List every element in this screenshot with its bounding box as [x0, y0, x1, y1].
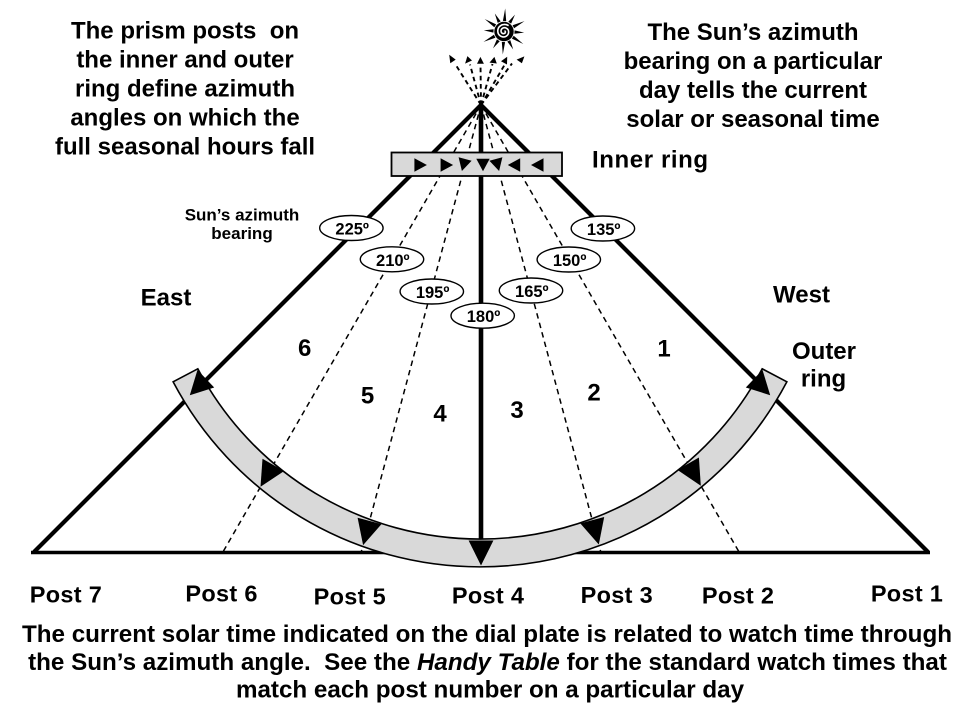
- svg-text:ring: ring: [801, 366, 846, 393]
- svg-text:West: West: [773, 281, 830, 308]
- svg-text:The prism posts on: The prism posts on: [71, 17, 299, 44]
- svg-text:Post 6: Post 6: [185, 581, 257, 607]
- svg-text:135º: 135º: [587, 221, 621, 239]
- svg-text:Post 5: Post 5: [314, 584, 386, 610]
- svg-text:1: 1: [657, 335, 670, 362]
- svg-text:Outer: Outer: [792, 338, 856, 365]
- svg-text:195º: 195º: [416, 284, 450, 302]
- svg-text:match each post number on a pa: match each post number on a particular d…: [236, 676, 745, 703]
- svg-text:The Sun’s azimuth: The Sun’s azimuth: [647, 19, 858, 46]
- svg-text:165º: 165º: [515, 283, 549, 301]
- svg-text:ring define azimuth: ring define azimuth: [75, 75, 295, 102]
- svg-text:6: 6: [298, 335, 311, 362]
- svg-text:angles on which the: angles on which the: [70, 104, 299, 131]
- svg-text:bearing on a particular: bearing on a particular: [624, 48, 883, 75]
- svg-text:Post 4: Post 4: [452, 582, 524, 608]
- svg-text:bearing: bearing: [211, 224, 272, 243]
- svg-text:the Sun’s azimuth angle. See: the Sun’s azimuth angle. See the Handy T…: [28, 649, 947, 676]
- svg-text:full seasonal hours fall: full seasonal hours fall: [55, 133, 315, 160]
- svg-text:East: East: [141, 284, 192, 311]
- svg-text:Post 3: Post 3: [581, 582, 653, 608]
- svg-text:Post 1: Post 1: [871, 580, 943, 606]
- svg-text:3: 3: [510, 397, 523, 424]
- svg-text:225º: 225º: [335, 221, 369, 239]
- svg-text:4: 4: [433, 401, 447, 428]
- svg-text:the inner and outer: the inner and outer: [76, 46, 293, 73]
- svg-text:210º: 210º: [376, 252, 410, 270]
- svg-text:2: 2: [587, 380, 600, 407]
- svg-text:Inner ring: Inner ring: [592, 147, 709, 174]
- svg-text:Post 7: Post 7: [30, 582, 102, 608]
- svg-text:day tells the current: day tells the current: [639, 77, 867, 104]
- svg-text:5: 5: [361, 382, 374, 409]
- svg-text:180º: 180º: [467, 308, 501, 326]
- svg-text:The current solar time indicat: The current solar time indicated on the …: [22, 621, 952, 648]
- svg-text:Post 2: Post 2: [702, 583, 774, 609]
- svg-text:150º: 150º: [553, 252, 587, 270]
- svg-text:Sun’s azimuth: Sun’s azimuth: [185, 206, 300, 225]
- svg-text:solar or seasonal time: solar or seasonal time: [626, 106, 879, 133]
